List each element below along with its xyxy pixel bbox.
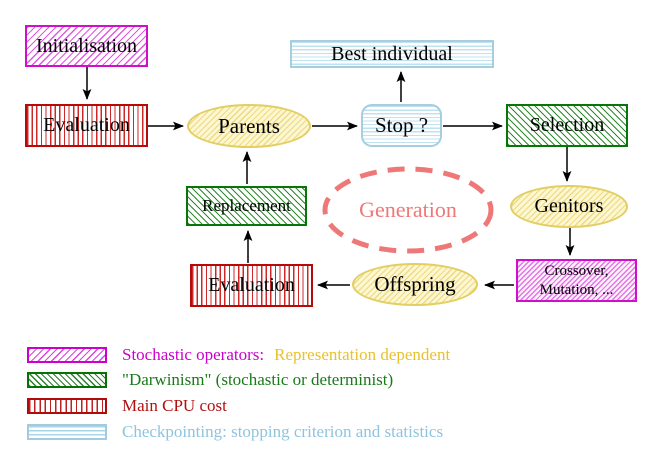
node-genitors: Genitors [510, 185, 628, 228]
legend-item-stochastic-operators: Stochastic operators:Representation depe… [27, 345, 450, 365]
node-best-individual: Best individual [290, 40, 494, 68]
node-evaluation-top-label: Evaluation [43, 114, 130, 136]
legend-item-darwinism: "Darwinism" (stochastic or determinist) [27, 370, 393, 390]
magenta-hatch-swatch [27, 347, 107, 363]
node-selection-label: Selection [529, 114, 605, 136]
generation-cycle-label: Generation [359, 197, 457, 222]
node-offspring: Offspring [352, 263, 478, 306]
legend-text: Checkpointing: stopping criterion and st… [122, 422, 444, 441]
node-parents-label: Parents [218, 113, 280, 138]
node-evaluation-bottom-label: Evaluation [208, 274, 295, 296]
node-replacement: Replacement [186, 186, 307, 226]
green-hatch-swatch [27, 372, 107, 388]
node-best-individual-label: Best individual [331, 42, 453, 65]
legend-text: Main CPU cost [122, 396, 227, 415]
node-replacement-label: Replacement [202, 196, 291, 215]
node-crossover-mutation-label: Crossover, Mutation, ... [539, 263, 614, 298]
node-selection: Selection [506, 104, 628, 147]
node-stop-label: Stop ? [374, 113, 429, 137]
red-stripes-swatch [27, 398, 107, 414]
cyan-stripes-swatch [27, 424, 107, 440]
node-stop: Stop ? [361, 104, 442, 147]
node-evaluation-bottom: Evaluation [190, 264, 313, 307]
legend-text: Stochastic operators:Representation depe… [122, 345, 451, 364]
node-initialisation: Initialisation [25, 25, 148, 67]
node-parents: Parents [187, 104, 311, 148]
legend-item-checkpointing: Checkpointing: stopping criterion and st… [27, 422, 443, 442]
legend-item-main-cpu-cost: Main CPU cost [27, 396, 227, 416]
node-evaluation-top: Evaluation [25, 104, 148, 147]
node-crossover-mutation: Crossover, Mutation, ... [516, 259, 637, 302]
node-initialisation-label: Initialisation [35, 34, 138, 57]
node-genitors-label: Genitors [534, 195, 604, 217]
legend-text: "Darwinism" (stochastic or determinist) [122, 370, 394, 389]
node-offspring-label: Offspring [374, 272, 456, 296]
